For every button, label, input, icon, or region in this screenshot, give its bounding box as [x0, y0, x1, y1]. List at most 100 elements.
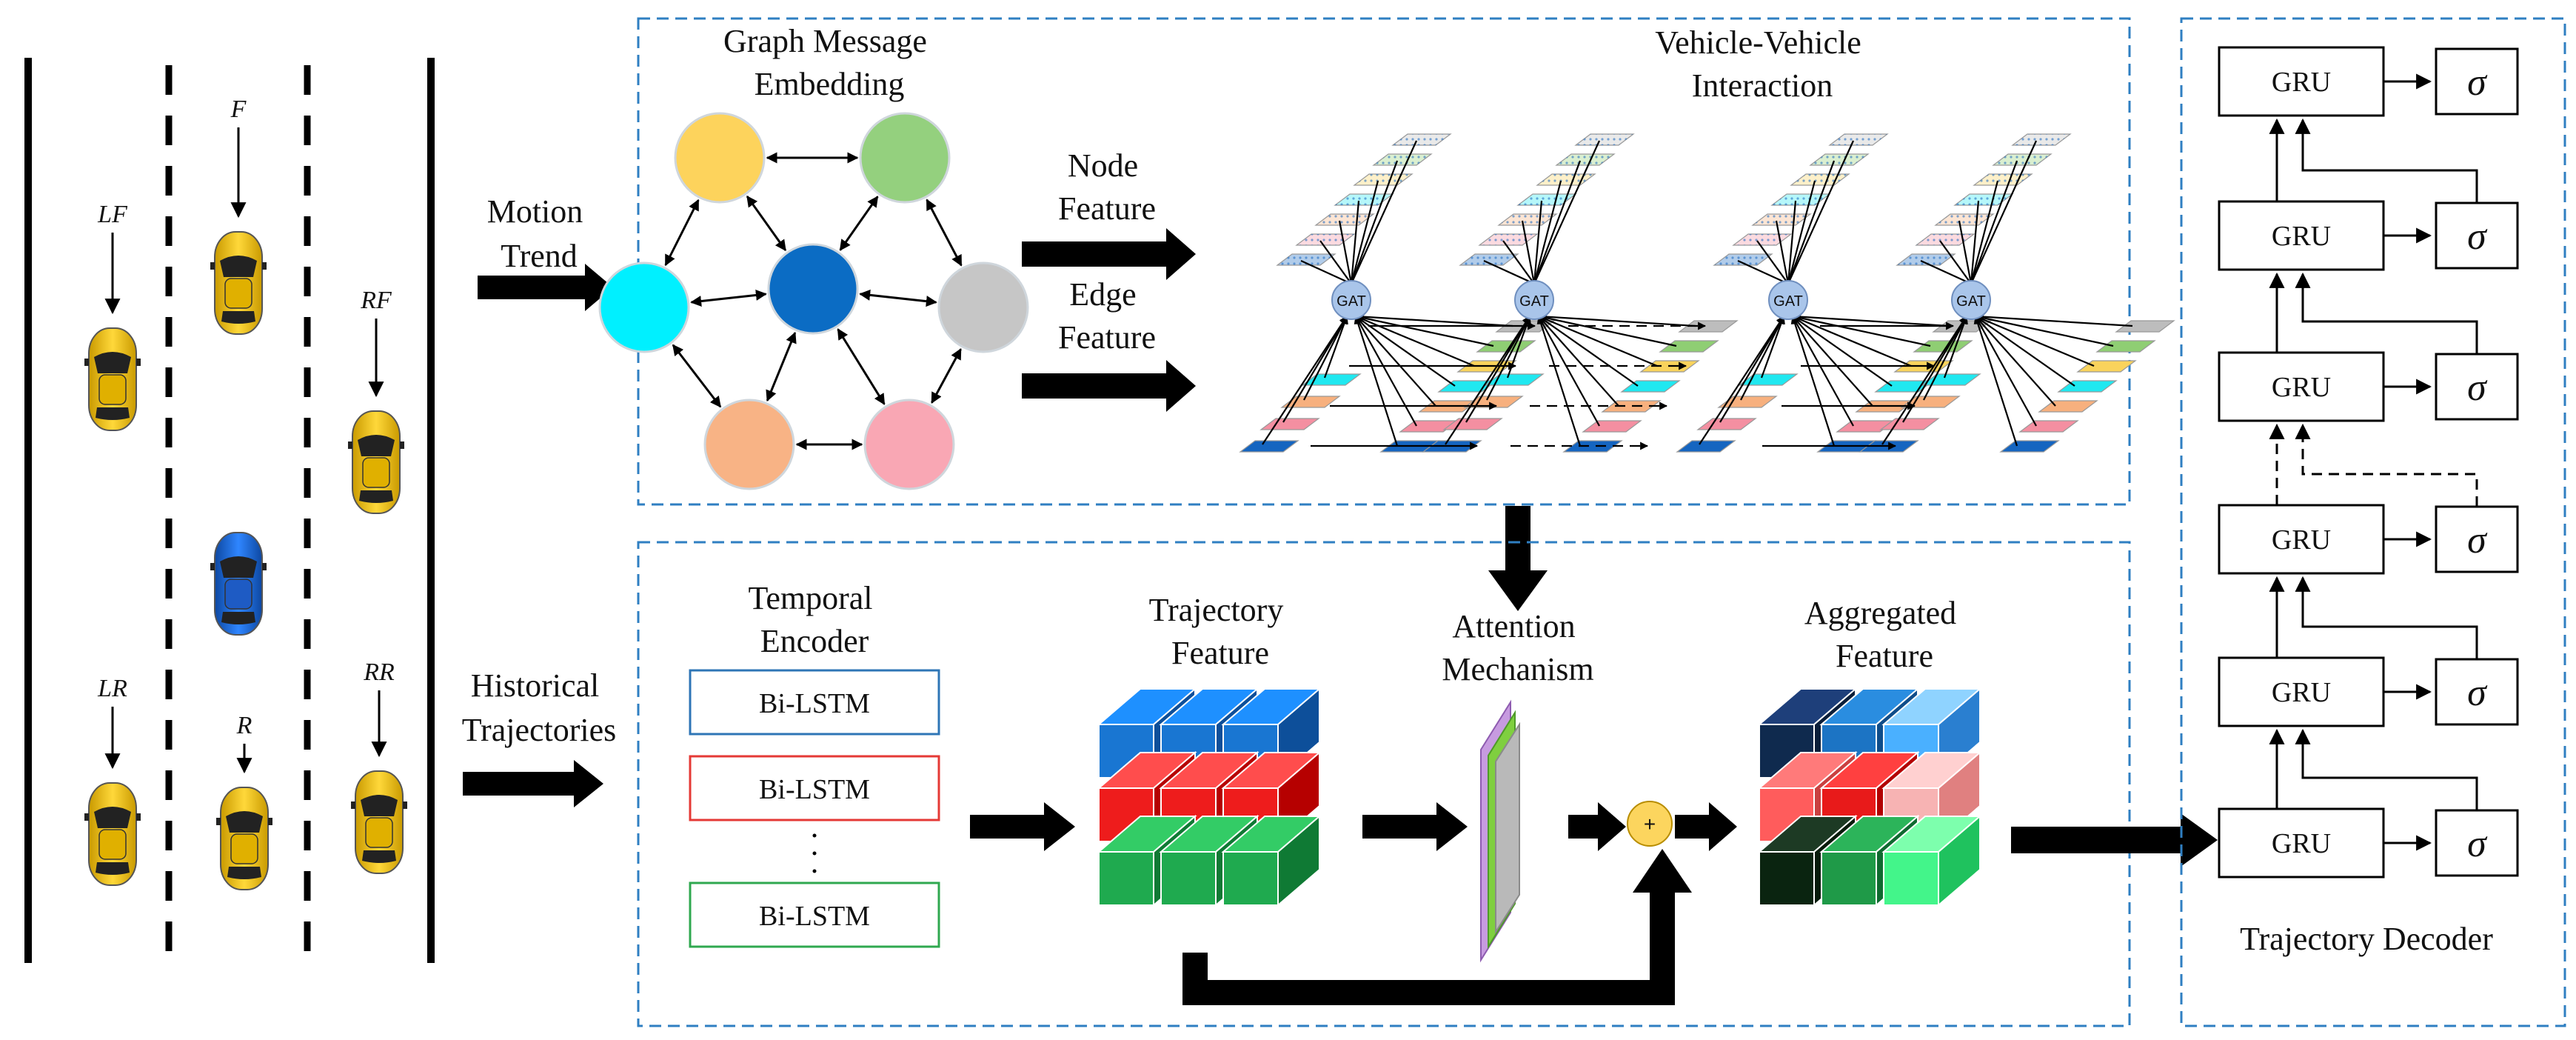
attention-link [1354, 315, 1475, 367]
sigma-box [2435, 47, 2519, 116]
graph-edge [859, 289, 937, 307]
graph-edge [931, 347, 962, 404]
attention-link [1787, 140, 1855, 284]
attention-link [1538, 316, 1619, 407]
attention-link [1300, 259, 1352, 285]
attention-link [1792, 316, 1893, 387]
feature-tile [1696, 418, 1757, 430]
attention-link [1538, 316, 1600, 427]
sigma-symbol: σ [2467, 672, 2488, 714]
attention-link [1282, 316, 1348, 423]
sigma-symbol: σ [2467, 61, 2488, 104]
attention-link [1719, 316, 1784, 423]
attention-link [1740, 316, 1784, 401]
aggregated-to-decoder-arrow [2011, 813, 2218, 867]
gru-label: GRU [2272, 372, 2331, 403]
motion-trend-label: Motion Trend [487, 193, 592, 274]
neighbor-vehicle [210, 231, 267, 335]
encoder-to-trajectory-arrow [970, 802, 1075, 851]
sigma-symbol: σ [2467, 519, 2488, 561]
attention-link [1791, 313, 1950, 327]
car-label-lr: LR [97, 675, 127, 702]
attention-link [1970, 160, 2018, 284]
feedback-arrow [2295, 576, 2478, 659]
attention-link [1521, 220, 1536, 284]
gat-layer-1: GAT [1239, 133, 1556, 453]
ego-vehicle [210, 532, 267, 636]
feature-tile [1239, 440, 1299, 453]
graph-node [767, 243, 859, 335]
feature-tile [1259, 418, 1320, 430]
neighbor-vehicle [216, 787, 272, 890]
residual-connection [1182, 889, 1675, 1005]
graph-node [674, 112, 766, 204]
historical-trajectories-input: Historical Trajectories [462, 667, 617, 807]
attention-link [1791, 313, 1931, 347]
graph-node [598, 261, 690, 353]
feature-tile [1678, 320, 1739, 333]
sigma-box [2435, 658, 2519, 726]
sum-node: + [1627, 801, 1673, 847]
historical-trajectories-label: Historical Trajectories [462, 667, 617, 748]
temporal-module-box [637, 541, 2131, 1027]
feature-tile [1442, 418, 1503, 430]
attention-link [1970, 180, 1999, 284]
attention-link [1445, 316, 1530, 445]
attention-link [1787, 160, 1836, 284]
feature-tile [1476, 340, 1536, 353]
gru-box [2218, 351, 2385, 422]
car-label-rr: RR [363, 659, 395, 686]
temporal-encoder-title: Temporal Encoder [749, 580, 881, 659]
bilstm-label: Bi-LSTM [759, 901, 870, 932]
attention-link [1354, 313, 1513, 327]
feedback-arrow [2295, 423, 2478, 507]
gat-label: GAT [1773, 293, 1803, 310]
attention-link [1355, 316, 1436, 407]
gru-unit-4: GRU σ [2218, 272, 2519, 422]
attention-link [1465, 316, 1530, 423]
feature-tile [1582, 420, 1642, 433]
node-feature-arrow [1022, 228, 1196, 280]
attention-link [1756, 240, 1789, 284]
sigma-box [2435, 201, 2519, 270]
sigma-symbol: σ [2467, 216, 2488, 258]
graph-node [703, 399, 795, 490]
message-graph [598, 112, 1029, 490]
attention-link [1974, 313, 2114, 347]
graph-edge [664, 199, 700, 267]
sigma-symbol: σ [2467, 823, 2488, 865]
attention-link [1920, 259, 1972, 285]
feature-tile [2115, 320, 2175, 333]
attention-link [1792, 316, 1854, 427]
vertical-ellipsis [812, 833, 817, 873]
aggregated-feature-cell [1881, 814, 1982, 907]
neighbor-vehicle [84, 327, 141, 431]
trajectory-to-attention-arrow [1362, 802, 1468, 851]
bilstm-encoder-3: Bi-LSTM [689, 881, 940, 948]
attention-link [1943, 315, 1968, 379]
attention-link [1350, 140, 1418, 284]
bilstm-encoder-2: Bi-LSTM [689, 755, 940, 821]
aggregated-feature-cube [1757, 687, 1982, 907]
attention-link [1533, 200, 1543, 284]
attention-link [1792, 316, 1873, 407]
attention-link [1262, 316, 1348, 445]
feature-tile [1676, 440, 1736, 453]
sigma-symbol: σ [2467, 367, 2488, 409]
aggregated-feature-title: Aggregated Feature [1804, 595, 1964, 674]
gru-box [2218, 656, 2385, 727]
feature-tile [1879, 418, 1940, 430]
car-label-rf: RF [360, 287, 392, 314]
feature-tile [2057, 380, 2118, 393]
attention-mechanism-block [1480, 699, 1520, 963]
gru-label: GRU [2272, 828, 2331, 859]
gat-layer-3: GAT [1676, 133, 1993, 453]
gat-label: GAT [1336, 293, 1366, 310]
car-label-f: F [230, 96, 247, 123]
graph-edge [926, 199, 963, 267]
bilstm-label: Bi-LSTM [759, 774, 870, 805]
